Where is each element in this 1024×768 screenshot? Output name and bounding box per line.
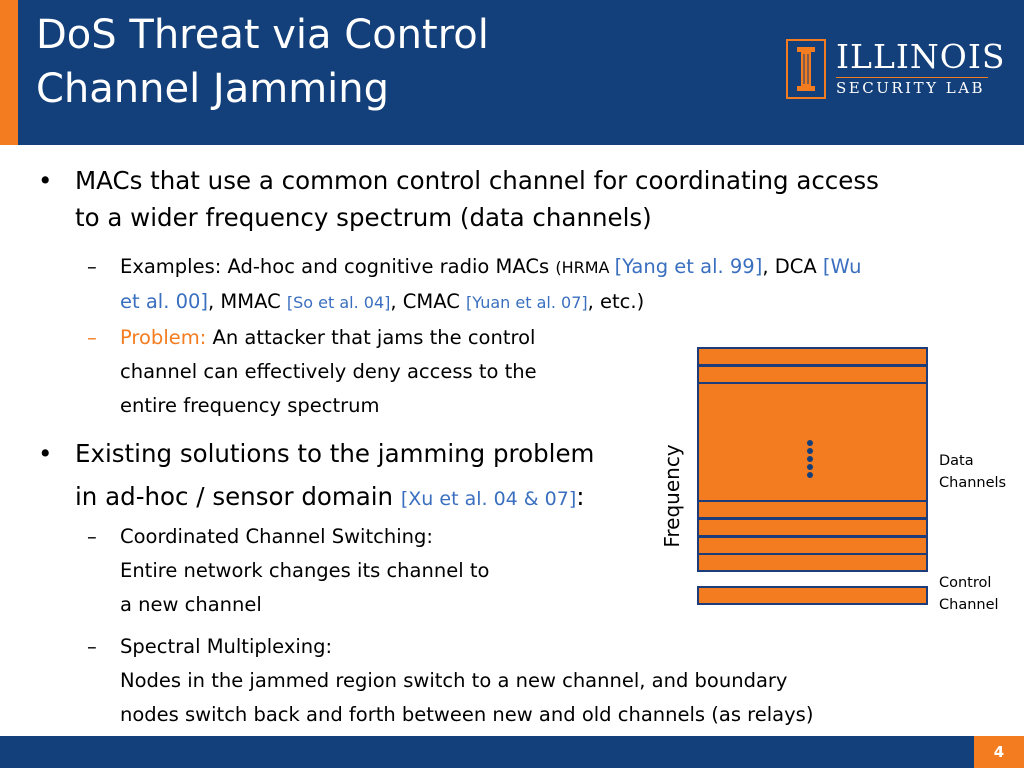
examples-prefix: Examples: Ad-hoc and cognitive radio MAC… xyxy=(120,255,556,278)
problem-label: Problem: xyxy=(120,326,207,349)
bullet-1-sub-1: – Examples: Ad-hoc and cognitive radio M… xyxy=(87,250,990,320)
citation-so: [So et al. 04] xyxy=(286,293,391,312)
problem-line2: channel can effectively deny access to t… xyxy=(120,360,537,383)
frequency-axis-label: Frequency xyxy=(660,444,684,548)
bullet-1: • MACs that use a common control channel… xyxy=(38,162,879,236)
citation-yuan: [Yuan et al. 07] xyxy=(466,293,588,312)
multiplexing-line2: Nodes in the jammed region switch to a n… xyxy=(120,669,788,692)
footer-bar xyxy=(0,736,1024,768)
data-channel-band xyxy=(697,553,928,572)
sep-cmac: , CMAC xyxy=(390,290,467,313)
sub-bullet-dash: – xyxy=(87,635,97,658)
data-channels-label-line2: Channels xyxy=(939,475,1007,491)
data-channel-band xyxy=(697,518,928,537)
citation-yang: [Yang et al. 99] xyxy=(614,255,763,278)
sep-mmac: , MMAC xyxy=(208,290,287,313)
bullet-1-sub-2: – Problem: An attacker that jams the con… xyxy=(87,321,537,423)
bullet-2-line1: Existing solutions to the jamming proble… xyxy=(75,439,595,468)
switching-line1: Coordinated Channel Switching: xyxy=(120,525,433,548)
citation-wu-b: et al. 00] xyxy=(120,290,209,313)
bullet-1-line1: MACs that use a common control channel f… xyxy=(75,166,879,195)
bullet-2-sub-1: – Coordinated Channel Switching: Entire … xyxy=(87,520,490,622)
control-channel-label: Control Channel xyxy=(939,572,999,616)
paren-open: (HRMA xyxy=(555,258,615,277)
slide-title-line1: DoS Threat via Control xyxy=(36,12,489,58)
data-channels-label-line1: Data xyxy=(939,453,974,469)
page-number: 4 xyxy=(974,736,1024,768)
data-channel-band xyxy=(697,500,928,519)
logo-subtitle: SECURITY LAB xyxy=(836,79,986,97)
logo-divider xyxy=(836,77,988,78)
bullet-2-colon: : xyxy=(576,482,585,511)
header-accent-stripe xyxy=(0,0,18,145)
column-icon xyxy=(786,39,826,99)
logo-wordmark: ILLINOIS xyxy=(836,37,1006,76)
sep-dca: , DCA xyxy=(762,255,823,278)
control-channel-label-line1: Control xyxy=(939,575,992,591)
multiplexing-line3: nodes switch back and forth between new … xyxy=(120,703,814,726)
illinois-security-lab-logo: ILLINOIS SECURITY LAB xyxy=(786,37,1006,101)
problem-line3: entire frequency spectrum xyxy=(120,394,380,417)
bullet-dot: • xyxy=(38,439,53,468)
bullet-dot: • xyxy=(38,166,53,195)
sub-bullet-dash: – xyxy=(87,326,97,349)
control-channel-label-line2: Channel xyxy=(939,597,999,613)
switching-line3: a new channel xyxy=(120,593,262,616)
header-bar xyxy=(0,0,1024,145)
data-channels-label: Data Channels xyxy=(939,450,1006,494)
bullet-2-line2: in ad-hoc / sensor domain xyxy=(75,482,401,511)
examples-tail: , etc.) xyxy=(587,290,645,313)
slide-title-line2: Channel Jamming xyxy=(36,66,390,112)
control-channel-band xyxy=(697,586,928,605)
citation-xu: [Xu et al. 04 & 07] xyxy=(400,488,577,510)
bullet-1-line2: to a wider frequency spectrum (data chan… xyxy=(75,203,652,232)
ellipsis-dots-icon xyxy=(807,440,815,480)
sub-bullet-dash: – xyxy=(87,525,97,548)
slide-title: DoS Threat via Control Channel Jamming xyxy=(36,8,489,116)
problem-line1: An attacker that jams the control xyxy=(206,326,536,349)
data-channel-band xyxy=(697,347,928,366)
bullet-2: • Existing solutions to the jamming prob… xyxy=(38,432,595,521)
citation-wu-a: [Wu xyxy=(822,255,862,278)
switching-line2: Entire network changes its channel to xyxy=(120,559,490,582)
multiplexing-line1: Spectral Multiplexing: xyxy=(120,635,333,658)
bullet-2-sub-2: – Spectral Multiplexing: Nodes in the ja… xyxy=(87,630,814,732)
sub-bullet-dash: – xyxy=(87,255,97,278)
